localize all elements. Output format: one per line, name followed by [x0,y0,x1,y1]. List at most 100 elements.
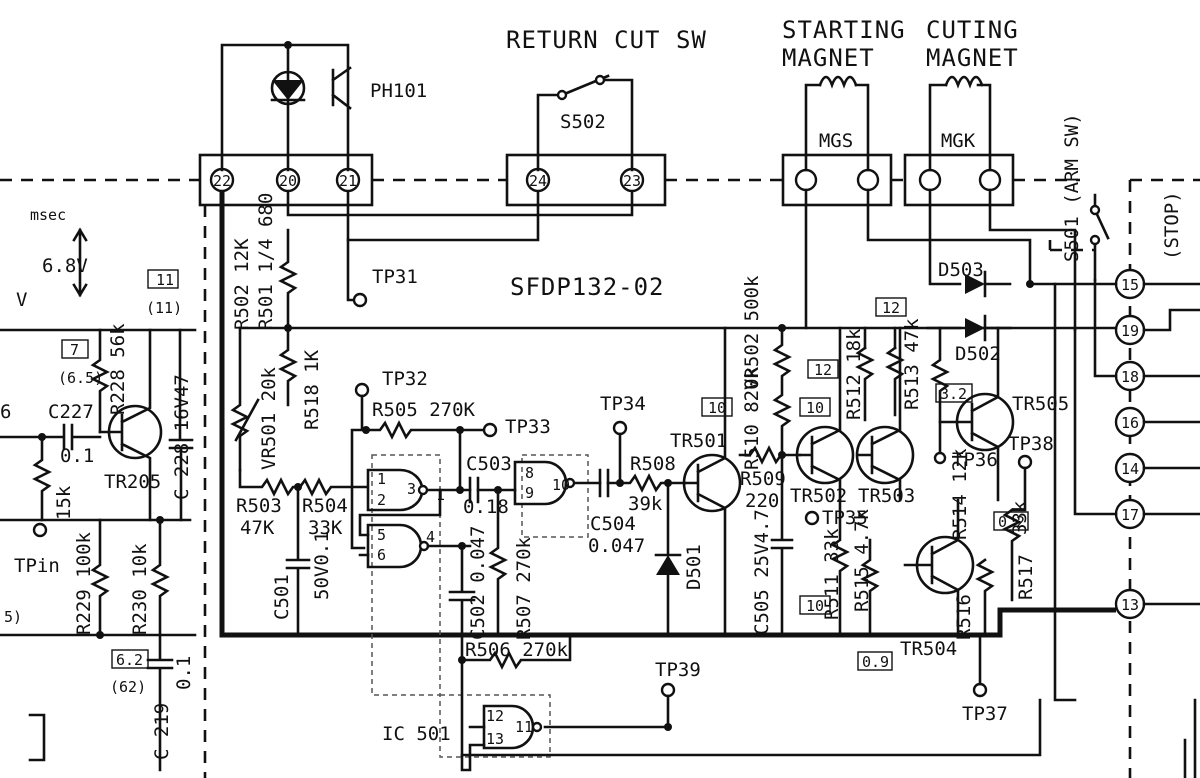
r518-label: R518 1K [301,349,323,430]
d503-label: D503 [938,259,984,281]
v68-label: 6.8V [42,255,88,277]
d502-label: D502 [955,343,1001,365]
r514-label: R514 12k [949,448,971,540]
n6-label: 6 [0,401,11,423]
v-32: 3.2 [940,385,967,403]
r517-label: R517 [1015,554,1037,600]
v-02: 0.2 [998,513,1025,531]
d501-label: D501 [683,544,705,590]
connector-block-mid: 24 23 [505,153,667,207]
v-5p: 5) [4,608,22,626]
r508-value: 39k [628,493,663,515]
pin-21: 21 [339,172,357,190]
v-12a: 12 [814,361,832,379]
connector-block-left: 22 20 21 [198,153,374,207]
c502-label: C502 0.047 [467,526,489,640]
r507-label: R507 270k [513,536,535,640]
c504-value: 0.047 [588,535,645,557]
pin-18: 18 [1121,368,1139,386]
gate3-pin10: 10 [552,476,570,494]
r506-label: R506 270k [465,639,569,661]
v-62: 6.2 [116,651,143,669]
r513-label: R513 47k [901,318,923,410]
s501-label: S501 (ARM SW) [1061,113,1083,262]
pin-15: 15 [1121,276,1139,294]
v-label: V [16,289,27,311]
tp37-label: TP37 [962,703,1008,725]
pin-14: 14 [1121,460,1139,478]
r501-label: R501 1/4 680 [255,193,277,330]
r508-label: R508 [630,453,676,475]
gate1-pin1: 1 [377,470,386,488]
v-09: 0.9 [862,653,889,671]
c228-label: C 228 16V47 [171,374,193,500]
ph101: PH101 [220,41,427,172]
r501-r502-r518: R502 12K R501 1/4 680 R518 1K VR501 20k [230,193,1118,472]
connector-block-mgs: MGS [781,130,893,207]
c504-label: C504 [590,513,636,535]
r506: R506 270k [458,633,572,670]
r504-value: 33K [308,517,343,539]
pin-22: 22 [213,172,231,190]
gate4-pin12: 12 [486,707,504,725]
c505-label: C505 25V4.7 [751,509,773,635]
pin-13: 13 [1121,596,1139,614]
tpin-label: TPin [14,555,60,577]
c227-value: 0.1 [60,445,94,467]
starting-label: STARTING [782,16,906,44]
r505-label: R505 270K [372,399,476,421]
tr502-tr503: TR502 TR503 R512 18k R513 47k R511 33k R… [790,318,923,637]
v-65p: (6.5) [58,369,103,387]
cutting-label: CUTING [926,16,1019,44]
s502: RETURN CUT SW S502 [506,26,707,172]
ic501-gates: 1 2 3 1 5 6 4 8 9 10 12 13 11 IC 501 [358,454,589,758]
tr504-tr505: TR505 TR504 TP36 R514 12k R516 R517 33k … [900,326,1069,725]
v-10c: 10 [806,597,824,615]
r15k-label: 15k [53,485,75,520]
tr501-label: TR501 [670,430,727,452]
v-10a: 10 [708,399,726,417]
tr503-label: TR503 [858,485,915,507]
r509-value: 220 [745,490,779,512]
r509-label: R509 [740,468,786,490]
diodes-d502-d503: D503 D502 [460,188,1118,757]
gate2-pin5: 5 [377,526,386,544]
r515-label: R515 4.7k [851,508,873,612]
v-7: 7 [70,341,79,359]
r510-label: R510 820k [741,366,763,470]
vr501-label: VR501 20k [258,366,280,470]
tp31-label: TP31 [372,266,418,288]
c504-r508: TP34 R508 39k C504 0.047 [573,393,687,557]
tp35-label: TP35 [822,507,868,529]
r505-tp32-tp33: TP32 R505 270K TP33 [350,368,551,550]
r504-label: R504 [302,495,348,517]
vr502-r510-r509: VR502 500k R510 820k R509 220 C505 25V4.… [738,275,868,637]
ic501-label: IC 501 [382,723,451,745]
r503-value: 47K [240,517,275,539]
tp36-label: TP36 [952,449,998,471]
return-cut-sw-label: RETURN CUT SW [506,26,707,54]
starting-magnet: STARTING MAGNET [782,16,906,172]
r511-label: R511 33k [821,528,843,620]
voltage-annotations: 11 (11) 7 (6.5) 6.2 (62) 5) 10 12 10 12 … [4,269,1029,696]
c219-label: C 219 [151,703,173,760]
c501-value: 50V0.1 [311,531,333,600]
pin-19: 19 [1121,322,1139,340]
gate1-pin2: 2 [377,491,386,509]
r503-label: R503 [236,495,282,517]
mgs-label: MGS [819,130,853,152]
c502-c503-r507: C503 0.18 C502 0.047 R507 270k [438,453,535,772]
tr502-label: TR502 [790,485,847,507]
board-label: SFDP132-02 [510,273,665,301]
tp33-label: TP33 [505,416,551,438]
s502-label: S502 [560,111,606,133]
r502-label: R502 12K [231,238,253,330]
tp32-label: TP32 [382,368,428,390]
gate4-pin11: 11 [515,718,533,736]
v-10b: 10 [806,399,824,417]
gate3-pin8: 8 [525,464,534,482]
c503-label: C503 [466,453,512,475]
c503-value: 0.18 [463,496,509,518]
right-pins: 15 19 18 16 14 17 13 [1114,268,1200,778]
